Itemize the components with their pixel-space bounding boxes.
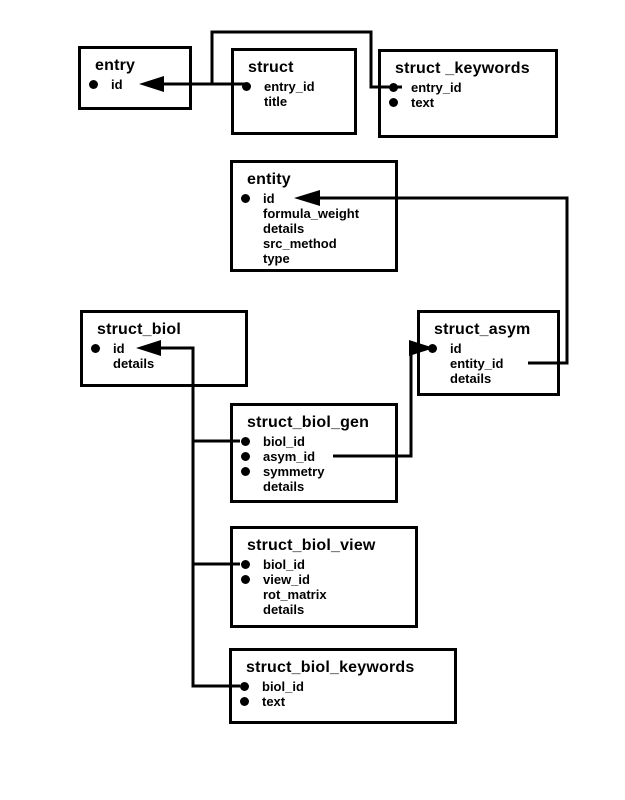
field-label: id bbox=[113, 341, 125, 356]
field-row: asym_id bbox=[233, 449, 395, 464]
key-bullet-icon bbox=[242, 82, 251, 91]
field-label: id bbox=[111, 77, 123, 92]
field-row: entry_id bbox=[234, 79, 354, 94]
field-row: src_method bbox=[233, 236, 395, 251]
table-struct-biol: struct_biol id details bbox=[80, 310, 248, 387]
field-row: id bbox=[83, 341, 245, 356]
field-label: id bbox=[263, 191, 275, 206]
key-bullet-icon bbox=[241, 467, 250, 476]
relation-biol-trunk-line bbox=[161, 346, 240, 688]
table-title: struct _keywords bbox=[395, 60, 530, 77]
table-title: struct_asym bbox=[434, 321, 531, 338]
field-row: rot_matrix bbox=[233, 587, 415, 602]
key-bullet-icon bbox=[389, 98, 398, 107]
field-row: title bbox=[234, 94, 354, 109]
table-title: struct_biol_keywords bbox=[246, 659, 415, 676]
table-struct-biol-keywords: struct_biol_keywords biol_id text bbox=[229, 648, 457, 724]
field-row: view_id bbox=[233, 572, 415, 587]
field-label: entry_id bbox=[411, 80, 462, 95]
field-label: entity_id bbox=[450, 356, 504, 371]
table-title: entity bbox=[247, 171, 291, 188]
table-struct-biol-gen: struct_biol_gen biol_id asym_id symmetry… bbox=[230, 403, 398, 503]
field-label: type bbox=[263, 251, 290, 266]
field-row: symmetry bbox=[233, 464, 395, 479]
field-label: entry_id bbox=[264, 79, 315, 94]
table-struct-asym: struct_asym id entity_id details bbox=[417, 310, 560, 396]
table-title: entry bbox=[95, 57, 136, 74]
table-entry: entry id bbox=[78, 46, 192, 110]
key-bullet-icon bbox=[241, 560, 250, 569]
key-bullet-icon bbox=[241, 575, 250, 584]
field-label: details bbox=[450, 371, 492, 386]
table-title: struct_biol_gen bbox=[247, 414, 370, 431]
field-label: src_method bbox=[263, 236, 337, 251]
field-row: entry_id bbox=[381, 80, 555, 95]
field-row: biol_id bbox=[233, 434, 395, 449]
field-row: details bbox=[233, 221, 395, 236]
field-row: id bbox=[233, 191, 395, 206]
field-label: text bbox=[262, 694, 286, 709]
table-title: struct_biol bbox=[97, 321, 181, 338]
field-row: formula_weight bbox=[233, 206, 395, 221]
field-row: details bbox=[233, 602, 415, 617]
table-title: struct_biol_view bbox=[247, 537, 376, 554]
field-label: asym_id bbox=[263, 449, 316, 464]
table-struct-keywords: struct _keywords entry_id text bbox=[378, 49, 558, 138]
table-title: struct bbox=[248, 59, 294, 76]
field-row: id bbox=[420, 341, 557, 356]
key-bullet-icon bbox=[389, 83, 398, 92]
key-bullet-icon bbox=[89, 80, 98, 89]
field-row: biol_id bbox=[232, 679, 454, 694]
field-row: type bbox=[233, 251, 395, 266]
field-label: title bbox=[264, 94, 288, 109]
table-entity: entity id formula_weight details src_met… bbox=[230, 160, 398, 272]
key-bullet-icon bbox=[241, 437, 250, 446]
field-row: details bbox=[83, 356, 245, 371]
field-row: text bbox=[381, 95, 555, 110]
key-bullet-icon bbox=[240, 697, 249, 706]
field-label: details bbox=[263, 602, 305, 617]
field-label: biol_id bbox=[263, 557, 305, 572]
field-row: id bbox=[81, 77, 189, 92]
field-label: formula_weight bbox=[263, 206, 360, 221]
field-label: rot_matrix bbox=[263, 587, 327, 602]
field-label: biol_id bbox=[263, 434, 305, 449]
field-row: biol_id bbox=[233, 557, 415, 572]
field-label: details bbox=[263, 221, 305, 236]
field-label: details bbox=[263, 479, 305, 494]
field-label: id bbox=[450, 341, 462, 356]
field-row: details bbox=[420, 371, 557, 386]
field-label: biol_id bbox=[262, 679, 304, 694]
key-bullet-icon bbox=[241, 194, 250, 203]
key-bullet-icon bbox=[240, 682, 249, 691]
key-bullet-icon bbox=[428, 344, 437, 353]
field-label: symmetry bbox=[263, 464, 325, 479]
field-row: entity_id bbox=[420, 356, 557, 371]
field-label: view_id bbox=[263, 572, 310, 587]
field-row: details bbox=[233, 479, 395, 494]
table-struct-biol-view: struct_biol_view biol_id view_id rot_mat… bbox=[230, 526, 418, 628]
table-struct: struct entry_id title bbox=[231, 48, 357, 135]
key-bullet-icon bbox=[91, 344, 100, 353]
field-row: text bbox=[232, 694, 454, 709]
field-label: details bbox=[113, 356, 155, 371]
field-label: text bbox=[411, 95, 435, 110]
key-bullet-icon bbox=[241, 452, 250, 461]
